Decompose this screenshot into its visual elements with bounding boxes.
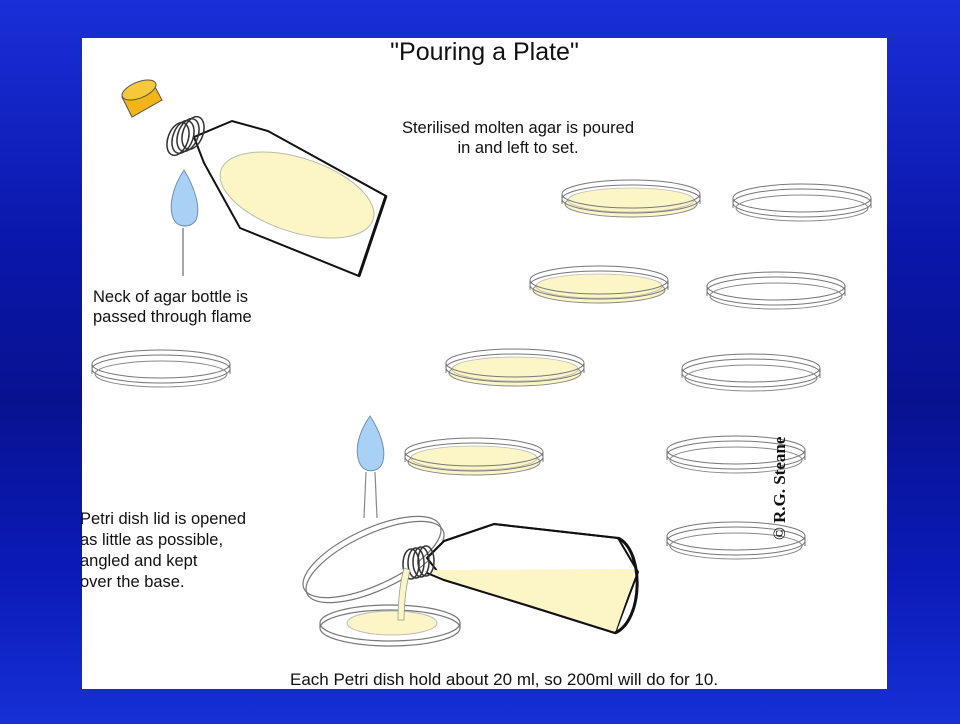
petri-base-filling <box>319 604 461 647</box>
caption-lid-opened: Petri dish lid is opened as little as po… <box>80 510 247 592</box>
petri-lid-open <box>302 515 445 604</box>
copyright-notice: © R.G. Steane <box>770 436 789 540</box>
caption-molten-agar: Sterilised molten agar is poured in and … <box>401 119 635 158</box>
pouring-illustration <box>91 79 872 647</box>
caption-volume-note: Each Petri dish hold about 20 ml, so 200… <box>290 670 719 689</box>
diagram-title: "Pouring a Plate" <box>390 38 579 66</box>
flame-icon <box>170 169 199 276</box>
caption-neck-flame: Neck of agar bottle is passed through fl… <box>93 288 252 327</box>
slide-canvas: "Pouring a Plate" Sterilised molten agar… <box>80 38 887 689</box>
flame-icon <box>356 415 385 519</box>
bottle-thread <box>166 115 205 157</box>
agar-bottle-top <box>166 115 388 278</box>
agar-bottle-pouring <box>397 522 640 635</box>
petri-dishes <box>91 179 872 560</box>
bottle-cap-icon <box>121 79 163 118</box>
